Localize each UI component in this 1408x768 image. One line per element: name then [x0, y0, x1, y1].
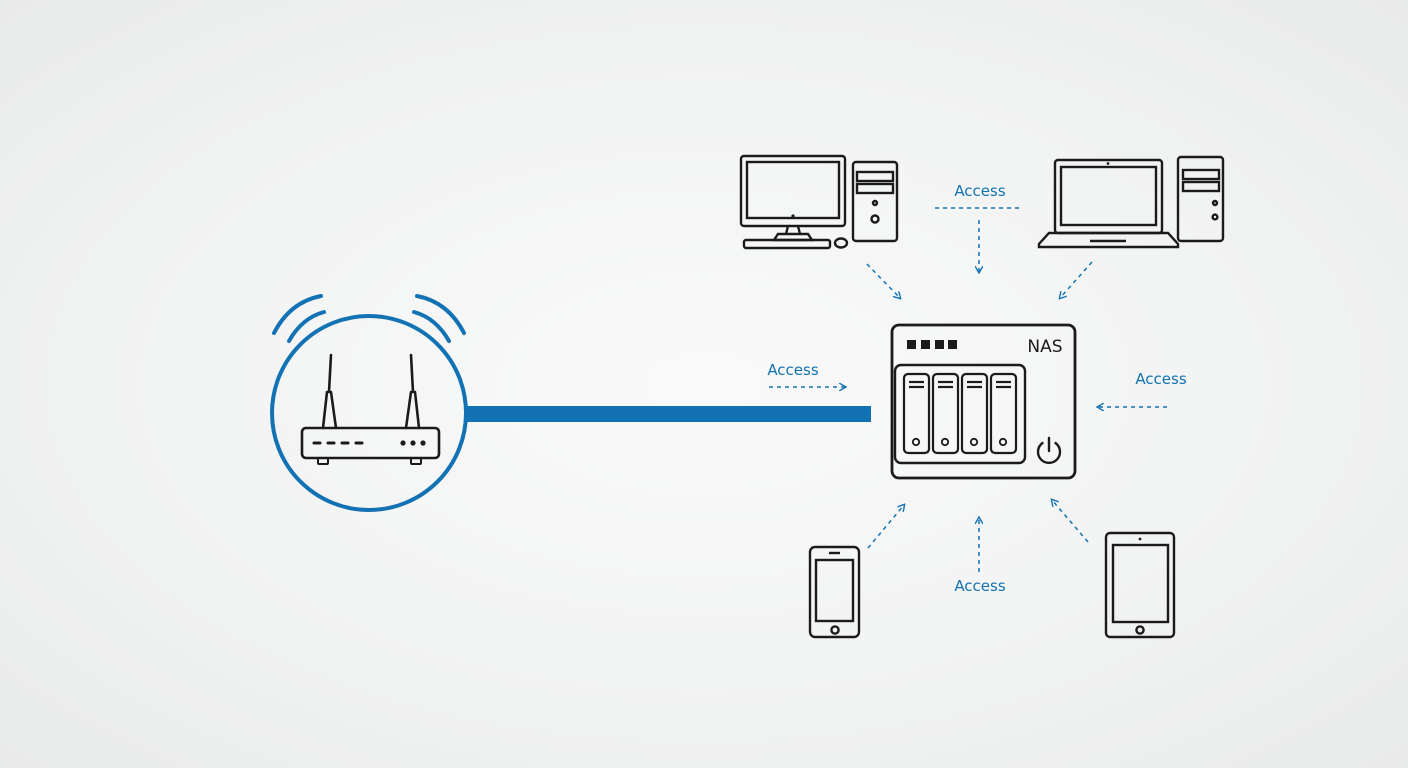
arrow-phone-to-nas	[867, 505, 904, 549]
nas-drive-bay	[893, 363, 1027, 465]
antenna-left	[321, 353, 338, 430]
nas-label: NAS	[1027, 337, 1062, 357]
router-circle	[270, 314, 468, 512]
drive-4	[989, 372, 1018, 455]
arrow-desktop-to-nas	[866, 263, 900, 298]
signal-left-outer-icon	[272, 294, 323, 335]
desktop-tower	[851, 160, 899, 243]
drive-2	[931, 372, 960, 455]
desktop-monitor	[739, 154, 847, 228]
drive-3	[960, 372, 989, 455]
access-label-left: Access	[767, 361, 819, 379]
access-label-top: Access	[954, 182, 1006, 200]
desktop-keyboard	[742, 238, 832, 250]
router-foot-left	[317, 457, 329, 465]
router-icon	[270, 294, 468, 512]
laptop-screen	[1053, 158, 1164, 235]
laptop-base	[1037, 231, 1180, 249]
nas-server-icon: NAS	[890, 323, 1077, 480]
desktop-computer-icon	[739, 154, 899, 250]
laptop-side-tower	[1176, 155, 1225, 243]
drive-1	[902, 372, 931, 455]
access-label-right: Access	[1135, 370, 1187, 388]
signal-right-outer-icon	[415, 294, 466, 335]
antenna-right	[404, 353, 421, 430]
router-nas-connection	[466, 406, 871, 422]
access-label-bottom: Access	[954, 577, 1006, 595]
router-leds	[400, 440, 426, 446]
signal-right-inner-icon	[412, 310, 451, 343]
nas-indicators	[907, 340, 957, 349]
nas-body	[890, 323, 1077, 480]
drive-leds	[911, 437, 1008, 447]
router-foot-right	[410, 457, 422, 465]
router-body	[300, 426, 441, 460]
laptop-and-tower-icon	[1037, 155, 1225, 249]
smartphone-icon	[808, 545, 861, 639]
arrow-tablet-to-nas	[1052, 500, 1089, 543]
access-arrows	[769, 207, 1167, 572]
nas-drives	[902, 372, 1018, 455]
arrow-laptop-to-nas	[1060, 261, 1093, 298]
power-icon	[1036, 436, 1062, 465]
tablet-icon	[1104, 531, 1176, 639]
desktop-mouse	[833, 237, 849, 249]
signal-left-inner-icon	[287, 310, 326, 343]
